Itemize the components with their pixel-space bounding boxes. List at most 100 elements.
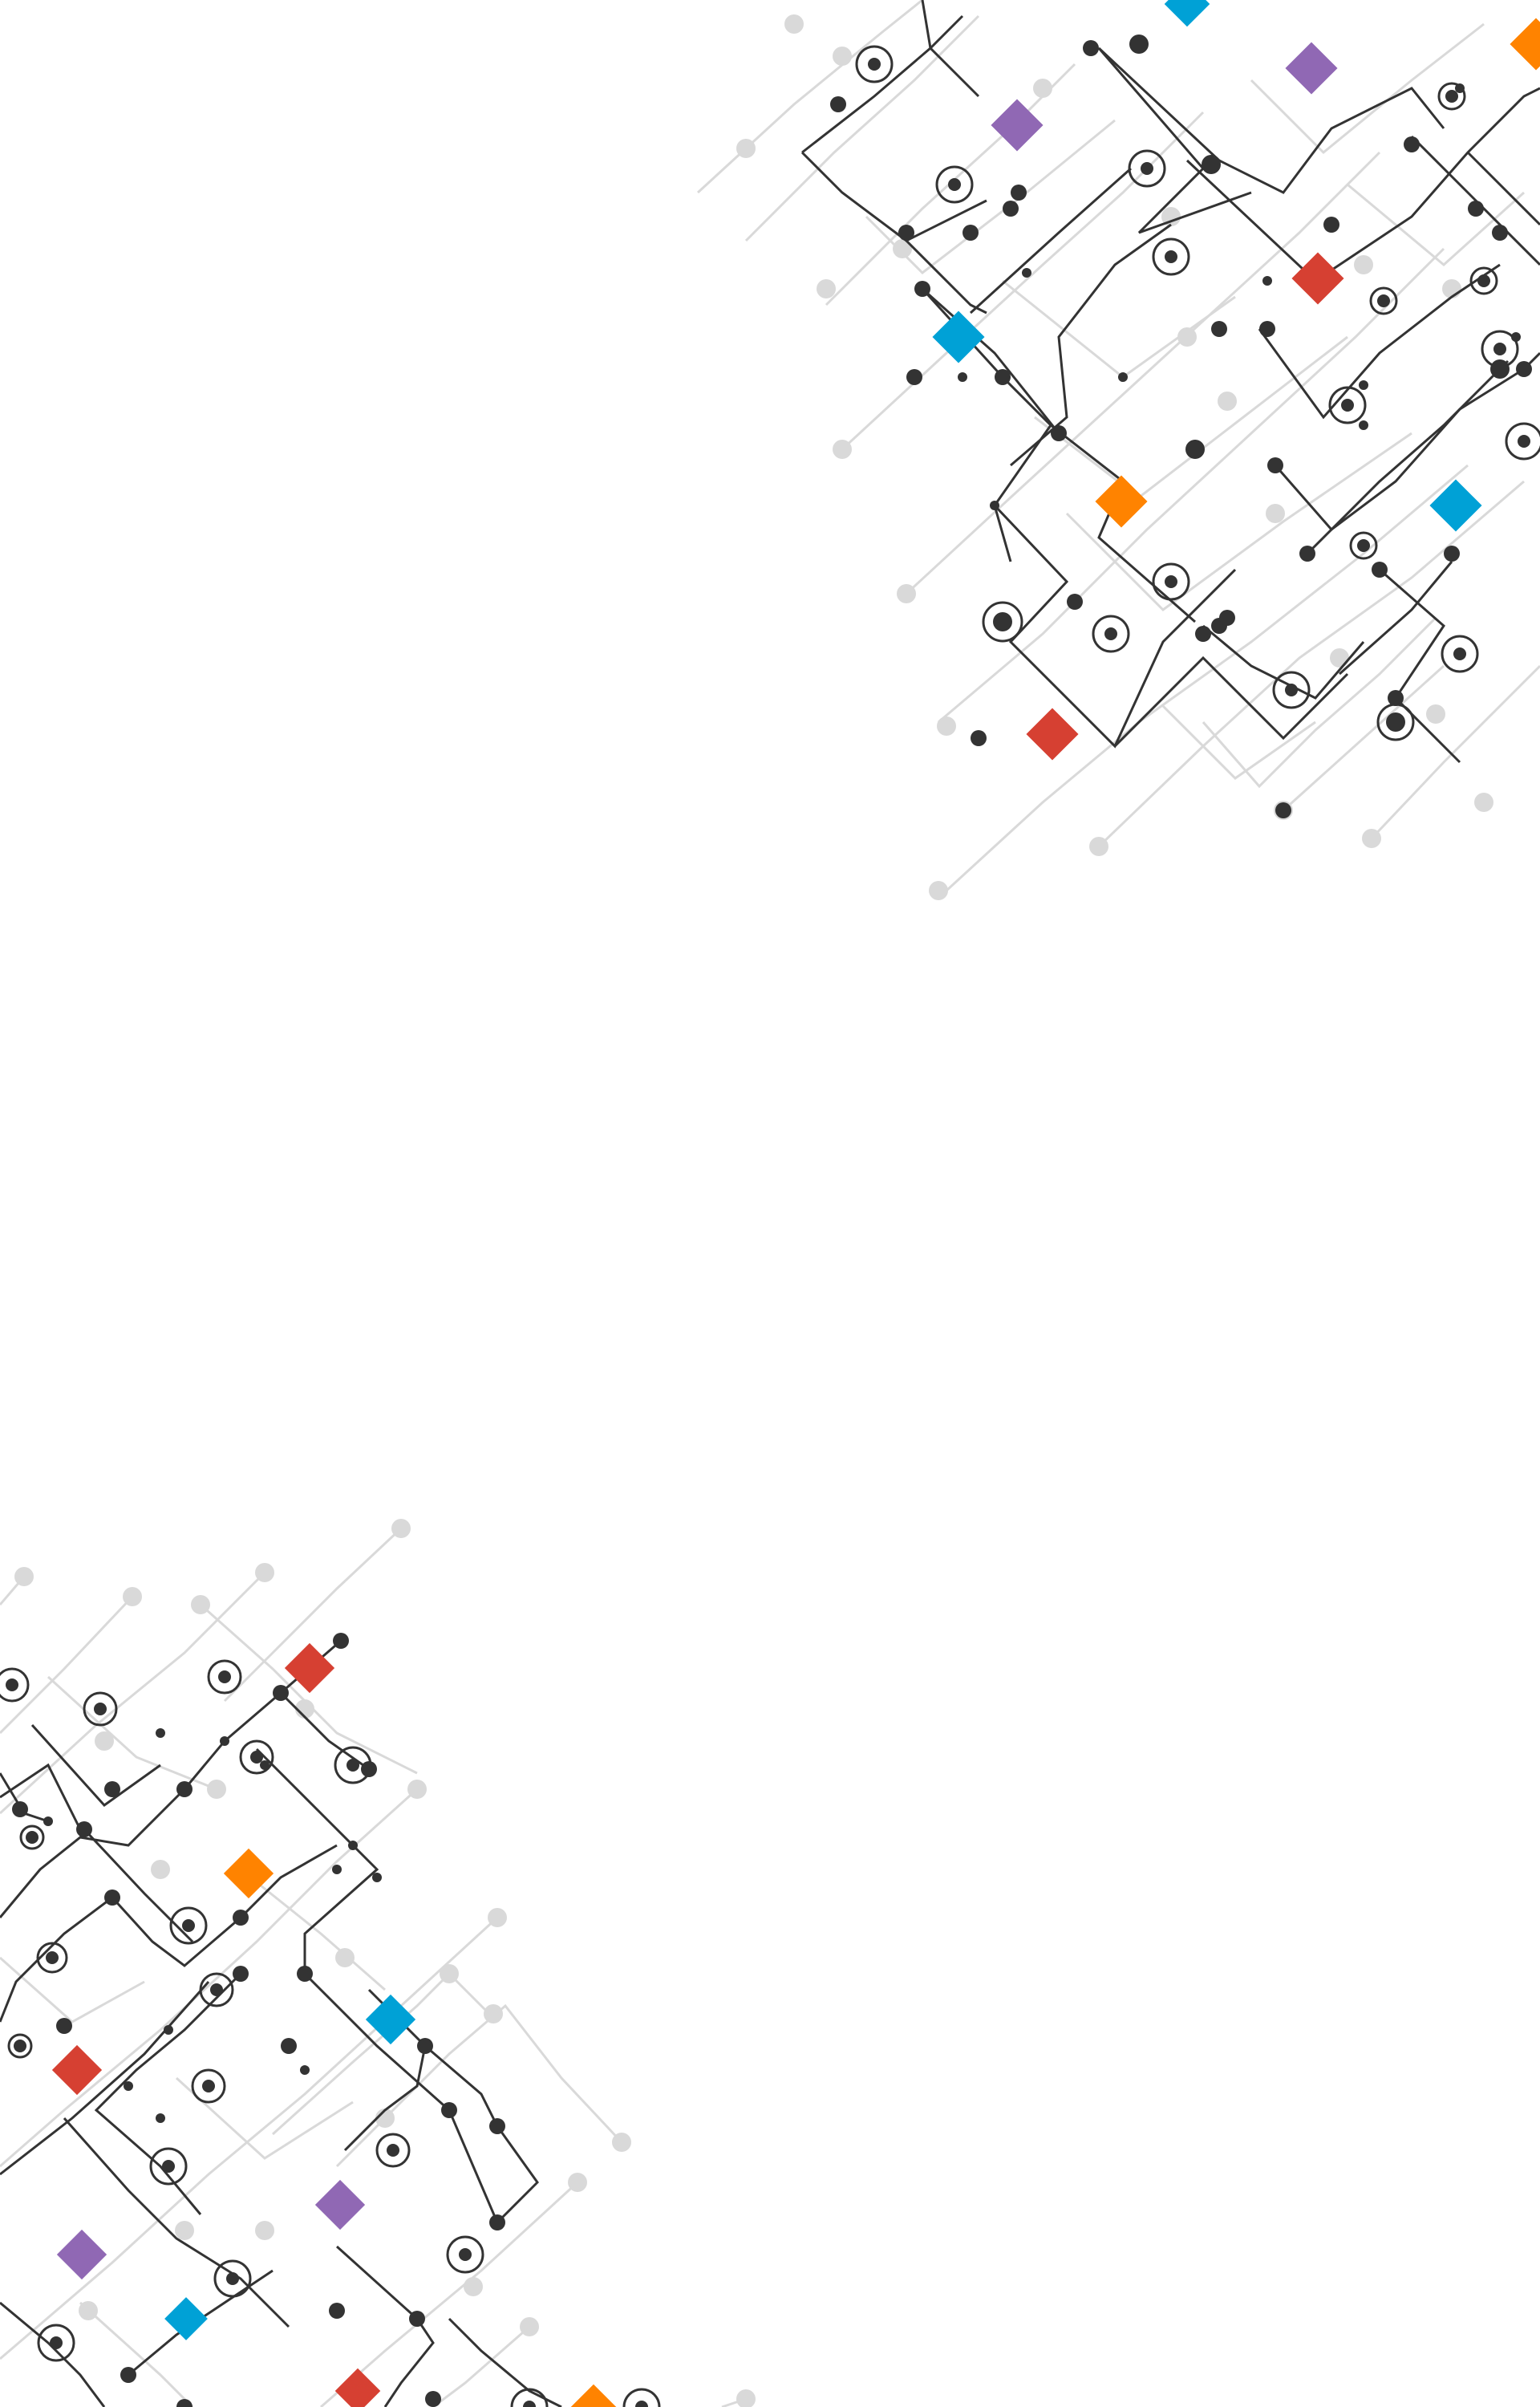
circuit-node <box>1516 361 1532 377</box>
circuit-ring <box>375 2133 411 2168</box>
circuit-trace <box>1002 279 1236 379</box>
circuit-trace <box>1466 151 1540 226</box>
circuit-node <box>929 881 948 900</box>
circuit-node <box>348 1841 358 1850</box>
circuit-node <box>893 239 912 258</box>
circuit-node <box>1033 79 1052 98</box>
circuit-node <box>95 1731 114 1751</box>
circuit-node <box>1453 647 1466 660</box>
circuit-trace <box>0 1981 210 2176</box>
circuit-trace <box>1258 263 1501 420</box>
circuit-trace <box>1034 335 1348 499</box>
circuit-node <box>830 96 846 112</box>
circuit-ring <box>207 1659 242 1695</box>
circuit-trace <box>993 504 1237 749</box>
circuit-node <box>897 584 916 603</box>
circuit-node <box>218 1670 231 1683</box>
circuit-ring <box>1441 635 1479 673</box>
circuit-node <box>1299 546 1315 562</box>
circuit-node <box>520 2317 539 2336</box>
circuit-node <box>1195 626 1211 642</box>
circuit-chip-diamond <box>1429 479 1482 532</box>
circuit-node <box>226 2272 239 2285</box>
circuit-ring <box>19 1825 45 1850</box>
circuit-node <box>1083 40 1099 56</box>
circuit-node <box>898 225 914 241</box>
circuit-trace <box>1202 624 1365 700</box>
circuit-trace <box>83 1828 194 1943</box>
circuit-node <box>736 2389 756 2407</box>
circuit-trace <box>1097 47 1445 194</box>
circuit-node <box>425 2391 441 2407</box>
circuit-node <box>56 2018 72 2034</box>
circuit-trace <box>922 287 1060 434</box>
circuit-node <box>1490 359 1510 379</box>
circuit-trace <box>0 1956 145 2023</box>
circuit-trace <box>0 1763 82 1830</box>
circuit-node <box>176 1781 192 1797</box>
circuit-node <box>1267 457 1283 473</box>
circuit-node <box>736 139 756 158</box>
circuit-node <box>1118 372 1128 382</box>
circuit-trace <box>223 1527 403 1703</box>
circuit-node <box>1426 704 1445 724</box>
circuit-ring <box>1469 266 1498 295</box>
circuit-node <box>1262 276 1272 286</box>
circuit-trace <box>63 2117 290 2328</box>
circuit-trace <box>1097 47 1252 234</box>
circuit-ring <box>1152 237 1190 276</box>
circuit-node <box>1518 435 1530 448</box>
circuit-node <box>250 1751 263 1764</box>
circuit-node <box>489 2118 505 2134</box>
circuit-trace <box>111 1844 338 1967</box>
circuit-node <box>488 1908 507 1927</box>
circuit-node <box>260 1760 270 1770</box>
circuit-node <box>1266 504 1285 523</box>
circuit-node <box>1359 420 1368 430</box>
circuit-node <box>1354 255 1373 274</box>
circuit-ring <box>1505 422 1540 461</box>
circuit-node <box>76 1821 92 1837</box>
circuit-node <box>948 178 961 191</box>
circuit-node <box>210 1983 223 1996</box>
circuit-ring <box>1092 615 1130 653</box>
circuit-ring <box>982 601 1023 643</box>
circuit-node <box>123 1587 142 1606</box>
circuit-node <box>255 1563 274 1582</box>
circuit-trace <box>1347 183 1526 266</box>
circuit-chip-diamond <box>570 2384 617 2407</box>
circuit-chip-diamond <box>1291 252 1344 305</box>
circuit-node <box>94 1703 107 1715</box>
circuit-node <box>104 1781 120 1797</box>
circuit-chip-diamond <box>1095 475 1148 528</box>
circuit-node <box>1141 162 1153 175</box>
circuit-node <box>784 14 804 34</box>
circuit-trace <box>921 0 980 98</box>
circuit-node <box>1477 274 1490 287</box>
circuit-node <box>391 1519 411 1538</box>
circuit-node <box>1003 201 1019 217</box>
circuit-node <box>26 1831 38 1844</box>
circuit-node <box>182 1919 195 1932</box>
circuit-trace <box>335 2245 435 2407</box>
circuit-ring <box>191 2068 226 2104</box>
circuit-trace <box>938 247 1445 724</box>
circuit-node <box>971 730 987 746</box>
circuit-node <box>1285 684 1298 696</box>
circuit-chip-diamond <box>314 2179 366 2230</box>
circuit-trace <box>175 2076 354 2160</box>
circuit-node <box>1330 648 1349 668</box>
circuit-node <box>1359 380 1368 390</box>
circuit-node <box>335 1948 355 1967</box>
circuit-node <box>906 369 922 385</box>
circuit-node <box>1474 793 1493 812</box>
circuit-node <box>817 279 836 298</box>
circuit-node <box>12 1801 28 1817</box>
circuit-node <box>124 2081 133 2091</box>
circuit-node <box>233 1966 249 1982</box>
circuit-node <box>120 2367 136 2383</box>
circuit-node <box>273 1685 289 1701</box>
circuit-node <box>1051 425 1067 441</box>
circuit-ring <box>1349 531 1378 560</box>
